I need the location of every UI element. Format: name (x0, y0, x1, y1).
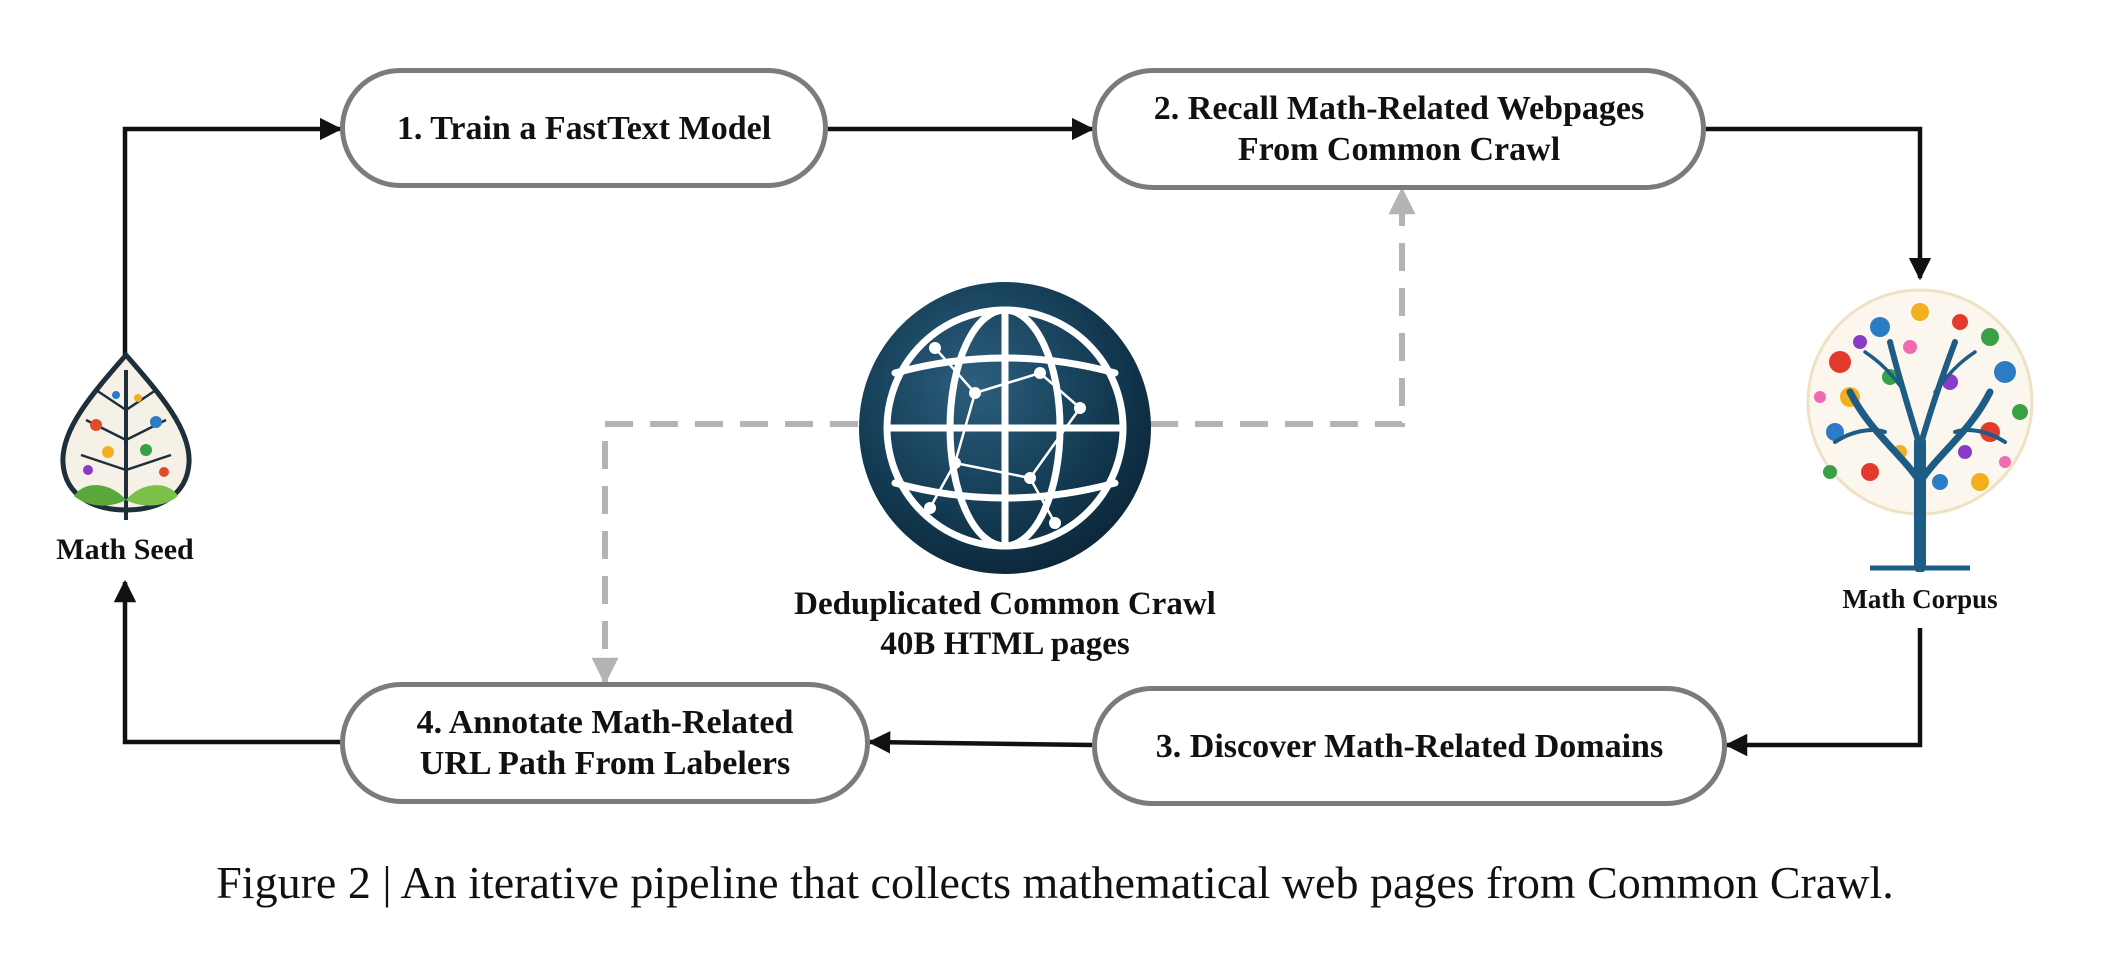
arrow-discover-to-annotate (867, 731, 1093, 754)
source-label-line2: 40B HTML pages (880, 626, 1130, 662)
step-1-box: 1. Train a FastText Model (340, 68, 828, 188)
step-2-label: 2. Recall Math-Related Webpages From Com… (1153, 90, 1645, 168)
step-4-label: 4. Annotate Math-Related URL Path From L… (416, 704, 794, 782)
arrow-recall-to-corpus (1706, 126, 1932, 281)
step-3-label: 3. Discover Math-Related Domains (1155, 727, 1664, 765)
arrow-annotate-to-seed (113, 579, 340, 745)
step-3-box: 3. Discover Math-Related Domains (1092, 686, 1727, 806)
solid-arrows (113, 117, 1932, 757)
figure-caption: Figure 2 | An iterative pipeline that co… (216, 857, 1894, 908)
dashed-arrows (591, 187, 1416, 685)
step-4-box: 4. Annotate Math-Related URL Path From L… (340, 682, 870, 804)
dashed-arrow-to-annotate (591, 421, 858, 685)
step-1-label: 1. Train a FastText Model (396, 109, 772, 147)
arrow-seed-to-train (122, 117, 343, 355)
arrow-corpus-to-discover (1724, 628, 1923, 757)
tree-icon (1806, 288, 2034, 572)
leaf-icon (60, 351, 192, 520)
math-corpus-label: Math Corpus (1842, 584, 1998, 614)
math-seed-label: Math Seed (56, 533, 194, 566)
globe-icon (859, 282, 1151, 574)
dashed-arrow-to-recall (1150, 187, 1416, 427)
source-label-line1: Deduplicated Common Crawl (794, 586, 1216, 622)
step-2-box: 2. Recall Math-Related Webpages From Com… (1092, 68, 1706, 190)
